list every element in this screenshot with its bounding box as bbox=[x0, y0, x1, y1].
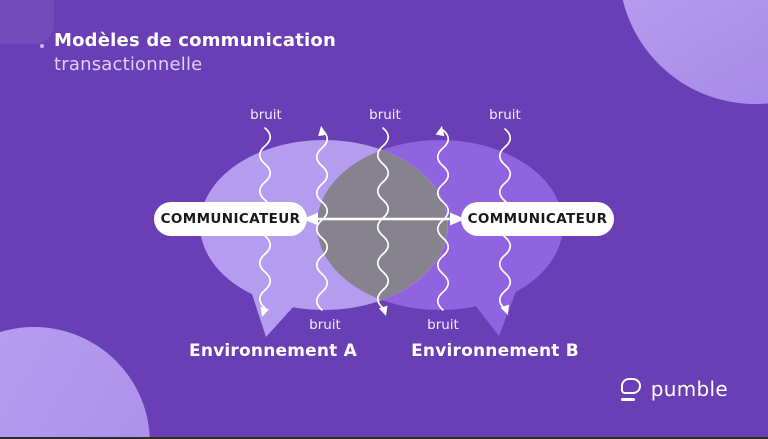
message-arrowhead-right bbox=[450, 212, 465, 226]
title-bullet-dot bbox=[40, 44, 44, 48]
noise-label-bottom-left: bruit bbox=[309, 317, 341, 333]
shared-field-overlap-region bbox=[316, 150, 448, 300]
slide-subtitle: transactionnelle bbox=[54, 54, 203, 75]
corner-decoration-top-left bbox=[0, 0, 54, 44]
noise-label-top-left: bruit bbox=[250, 107, 282, 123]
pumble-logo-text: pumble bbox=[650, 377, 728, 401]
bottom-edge-strip bbox=[0, 437, 768, 439]
message-arrowhead-left bbox=[303, 212, 318, 226]
noise-label-bottom-right: bruit bbox=[427, 317, 459, 333]
communicator-left-pill: COMMUNICATEUR bbox=[154, 202, 307, 236]
noise-arrowhead-up-1 bbox=[316, 125, 328, 137]
communicator-right-pill: COMMUNICATEUR bbox=[461, 202, 614, 236]
pumble-logo[interactable]: pumble bbox=[620, 376, 728, 403]
pumble-speech-bubble-icon bbox=[620, 376, 644, 403]
noise-arrowhead-down-2 bbox=[378, 305, 391, 318]
environment-a-label: Environnement A bbox=[189, 341, 357, 361]
title-block: Modèles de communication transactionnell… bbox=[54, 29, 336, 77]
noise-label-top-center: bruit bbox=[369, 107, 401, 123]
noise-label-top-right: bruit bbox=[489, 107, 521, 123]
environment-b-label: Environnement B bbox=[411, 341, 579, 361]
slide-title: Modèles de communication bbox=[54, 30, 337, 51]
